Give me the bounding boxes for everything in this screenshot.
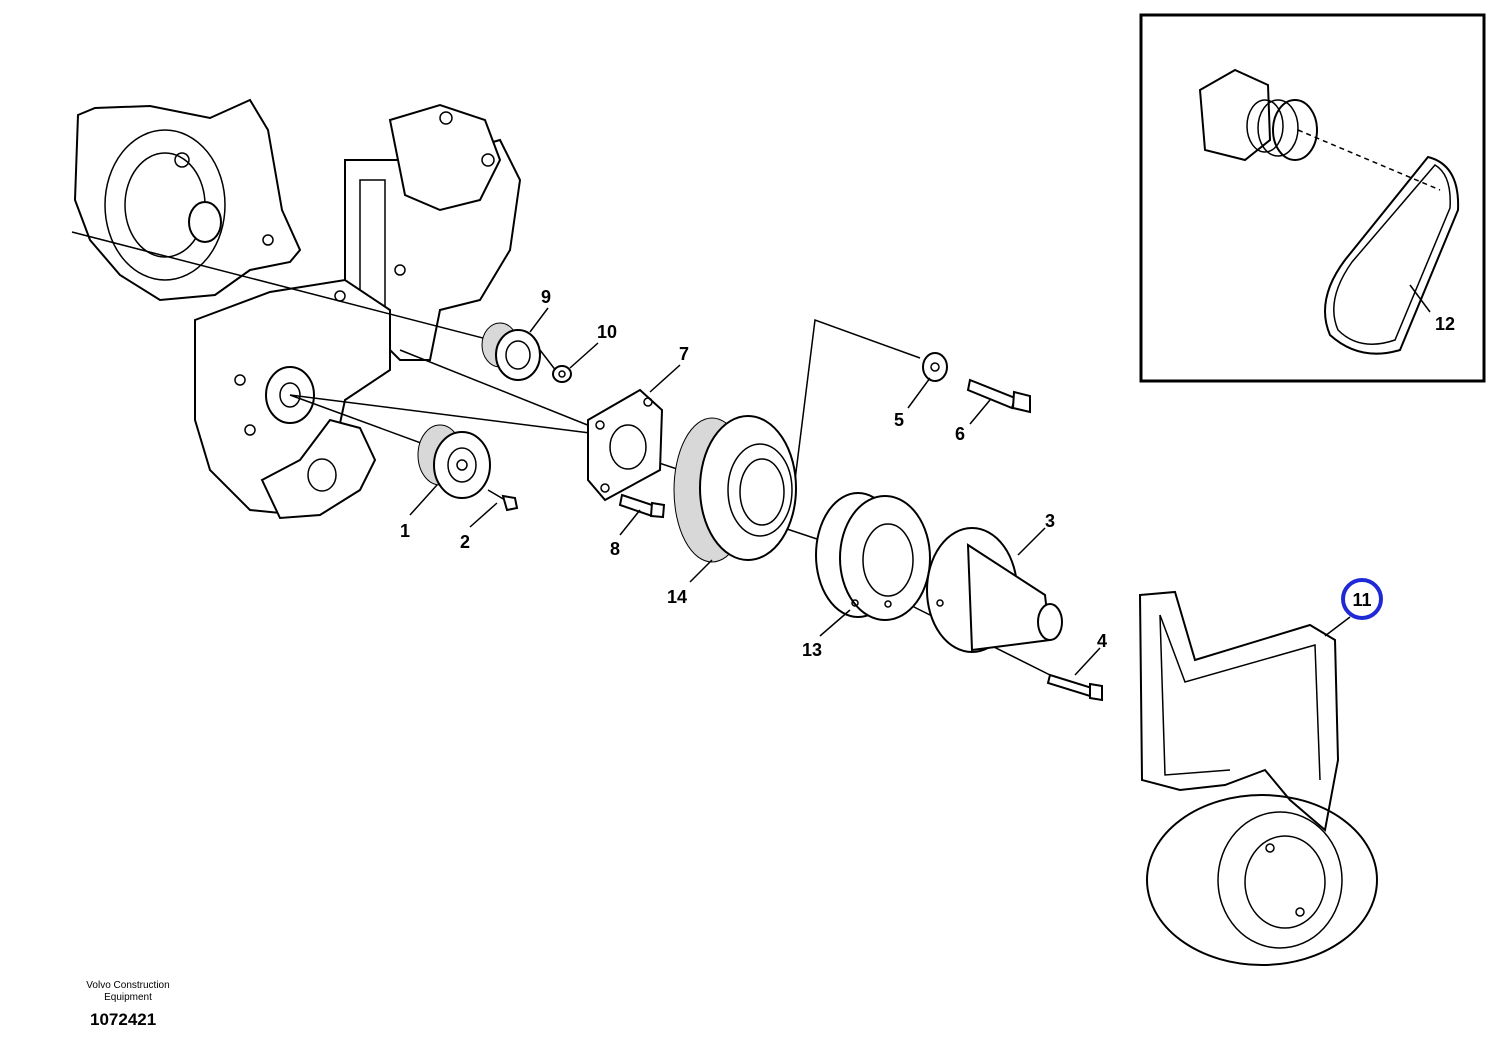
footer: Volvo Construction Equipment 1072421 [86, 980, 169, 1029]
drive-belt-assembly [1138, 590, 1378, 966]
callout-14: 14 [667, 587, 687, 607]
callout-1: 1 [400, 521, 410, 541]
bracket-bolt [618, 493, 666, 519]
drawing-number: 1072421 [90, 1010, 156, 1029]
vibration-damper [815, 492, 931, 621]
engine-assembly [73, 98, 522, 520]
flange-nut [552, 365, 572, 383]
callout-13: 13 [802, 640, 822, 660]
washer [922, 352, 948, 382]
leader-lines [409, 284, 1431, 676]
callout-11: 11 [1352, 590, 1371, 610]
idler-pulley-upper [481, 322, 541, 381]
callout-2: 2 [460, 532, 470, 552]
brand-line-2: Equipment [104, 992, 152, 1003]
pulley-hub [926, 527, 1063, 653]
callout-7: 7 [679, 344, 689, 364]
callout-3: 3 [1045, 511, 1055, 531]
callout-11-highlight-ring [1341, 578, 1383, 620]
hub-bolt [1046, 673, 1103, 702]
cap-screw [966, 378, 1031, 414]
pulley-bolt [487, 489, 519, 512]
idler-pulley-lower [417, 424, 491, 499]
callout-9: 9 [541, 287, 551, 307]
callout-4: 4 [1097, 631, 1107, 651]
callout-5: 5 [894, 410, 904, 430]
callout-8: 8 [610, 539, 620, 559]
callouts: 9 10 7 5 6 1 2 8 14 13 3 4 12 11 [400, 287, 1455, 660]
brand-line-1: Volvo Construction [86, 980, 169, 991]
callout-10: 10 [597, 322, 617, 342]
crankshaft-pulley [673, 415, 797, 563]
callout-6: 6 [955, 424, 965, 444]
inset-panel [1139, 13, 1486, 383]
callout-12: 12 [1435, 314, 1455, 334]
bracket-plate [587, 388, 664, 502]
